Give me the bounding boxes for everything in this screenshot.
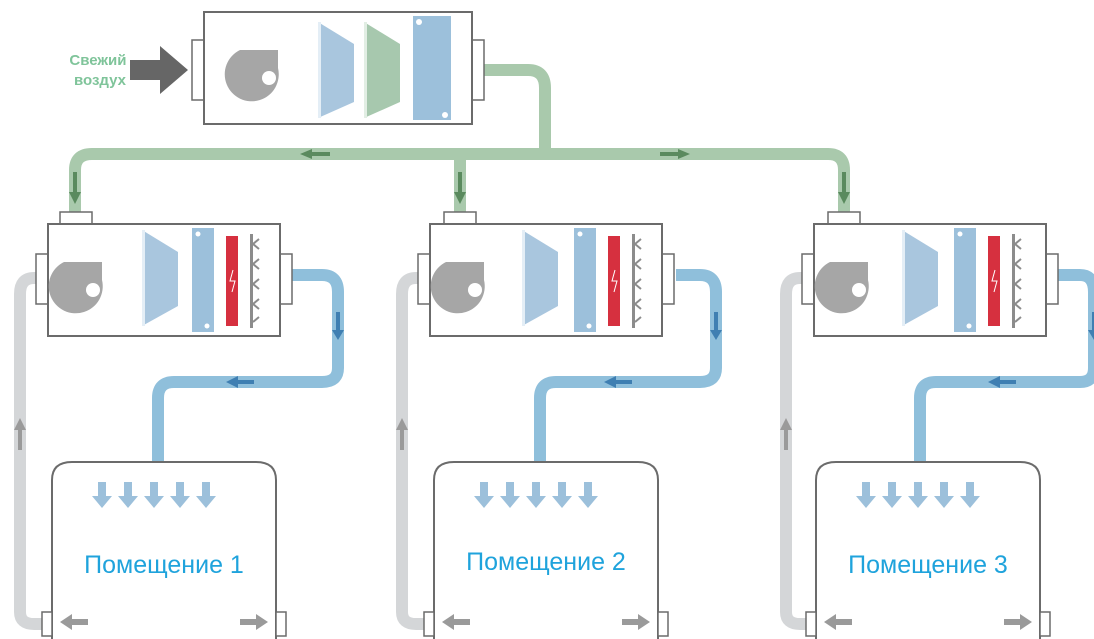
supply-air-diffuser-arrows-icon bbox=[474, 482, 598, 508]
cooling-coil-icon bbox=[954, 228, 976, 332]
arrow-left-icon bbox=[604, 376, 632, 388]
arrow-right-icon bbox=[660, 149, 690, 159]
arrow-left-icon bbox=[300, 149, 330, 159]
silencer-icon bbox=[1012, 234, 1022, 328]
arrow-up-icon bbox=[14, 418, 26, 450]
fresh-duct-arrows bbox=[69, 149, 850, 204]
local-unit-3 bbox=[801, 211, 1059, 337]
exhaust-arrow-right-icon bbox=[1004, 614, 1032, 630]
arrow-up-icon bbox=[396, 418, 408, 450]
local-unit-2 bbox=[417, 211, 675, 337]
arrow-left-icon bbox=[988, 376, 1016, 388]
supply-duct-arrows bbox=[226, 312, 1094, 388]
arrow-left-icon bbox=[226, 376, 254, 388]
fan-icon bbox=[814, 262, 869, 314]
silencer-icon bbox=[250, 234, 260, 328]
fresh-air-inlet-arrow-icon bbox=[130, 46, 188, 94]
cooling-coil-icon bbox=[574, 228, 596, 332]
room-3: Помещение 3 bbox=[805, 461, 1051, 639]
arrow-down-icon bbox=[710, 312, 722, 340]
fan-icon bbox=[430, 262, 485, 314]
filter-icon bbox=[522, 230, 558, 326]
arrow-down-icon bbox=[332, 312, 344, 340]
supply-air-diffuser-arrows-icon bbox=[856, 482, 980, 508]
return-ducts bbox=[14, 272, 810, 630]
local-unit-1 bbox=[35, 211, 293, 337]
filter-icon bbox=[902, 230, 938, 326]
exhaust-arrow-right-icon bbox=[622, 614, 650, 630]
cooling-coil-icon bbox=[192, 228, 214, 332]
exhaust-arrow-right-icon bbox=[240, 614, 268, 630]
arrow-down-icon bbox=[838, 172, 850, 204]
room-label-3: Помещение 3 bbox=[848, 551, 1008, 579]
room-label-2: Помещение 2 bbox=[466, 548, 626, 576]
filter-icon bbox=[318, 22, 354, 118]
heat-exchanger-icon bbox=[413, 16, 451, 120]
return-duct-arrows bbox=[14, 418, 792, 450]
exhaust-arrow-left-icon bbox=[442, 614, 470, 630]
arrow-down-icon bbox=[454, 172, 466, 204]
central-air-handling-unit bbox=[191, 11, 485, 125]
supply-air-diffuser-arrows-icon bbox=[92, 482, 216, 508]
fresh-air-label: Свежий воздух bbox=[69, 52, 130, 89]
exhaust-arrow-left-icon bbox=[60, 614, 88, 630]
fine-filter-icon bbox=[364, 22, 400, 118]
arrow-down-icon bbox=[69, 172, 81, 204]
exhaust-arrow-left-icon bbox=[824, 614, 852, 630]
silencer-icon bbox=[632, 234, 642, 328]
filter-icon bbox=[142, 230, 178, 326]
room-2: Помещение 2 bbox=[423, 461, 669, 639]
fan-icon bbox=[224, 50, 279, 102]
supply-ducts bbox=[152, 269, 1094, 462]
room-label-1: Помещение 1 bbox=[84, 551, 244, 579]
arrow-down-icon bbox=[1088, 312, 1094, 340]
room-1: Помещение 1 bbox=[41, 461, 287, 639]
arrow-up-icon bbox=[780, 418, 792, 450]
fan-icon bbox=[48, 262, 103, 314]
